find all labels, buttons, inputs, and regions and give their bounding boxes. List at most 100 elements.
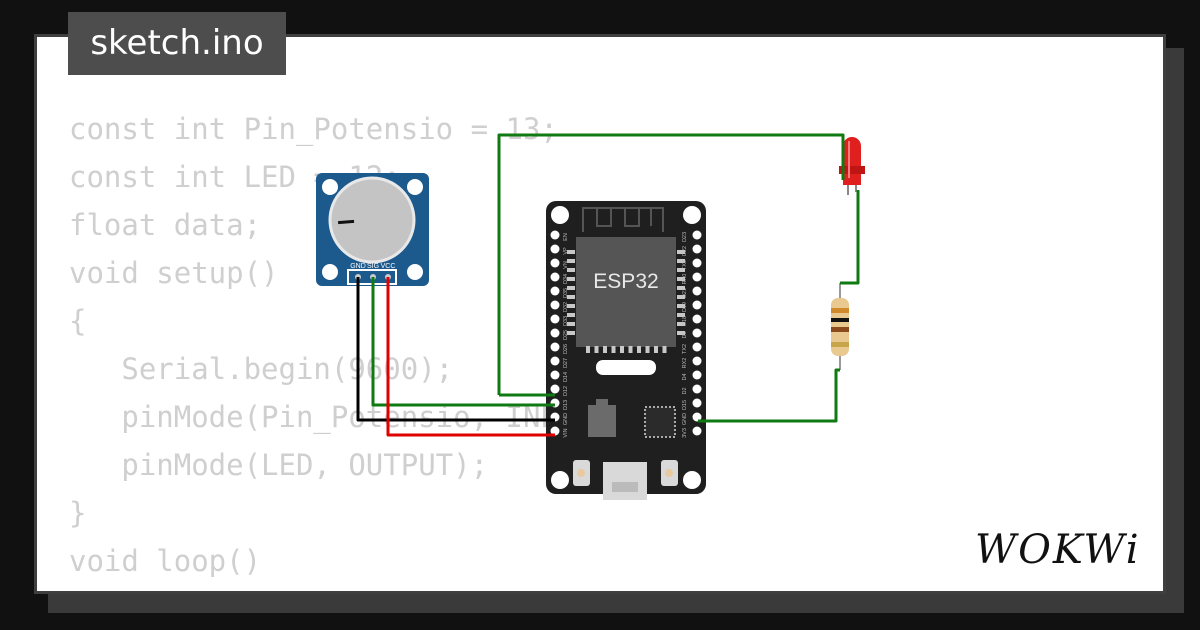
- esp32-pin-label: D26: [563, 344, 569, 354]
- module-pad: [611, 346, 616, 353]
- esp32-pin-label: D4: [682, 373, 688, 380]
- wire-led-to-resistor[interactable]: [840, 190, 860, 285]
- esp32-pin-d19[interactable]: [692, 300, 702, 310]
- esp32-pin-rx2[interactable]: [692, 356, 702, 366]
- regulator-tab: [596, 399, 608, 405]
- esp32-pin-d15[interactable]: [692, 398, 702, 408]
- module-pad: [628, 346, 633, 353]
- led-rim: [839, 166, 865, 174]
- esp32-pin-vn[interactable]: [550, 258, 560, 268]
- esp32-pin-en[interactable]: [550, 230, 560, 240]
- red-led[interactable]: [839, 137, 865, 195]
- wire-gnd[interactable]: [356, 277, 555, 422]
- esp32-pin-rx0[interactable]: [692, 272, 702, 282]
- esp32-pin-d25[interactable]: [550, 328, 560, 338]
- module-pad: [567, 322, 575, 326]
- module-pad: [677, 331, 685, 335]
- esp32-pin-label: D32: [563, 302, 569, 312]
- esp32-pin-d18[interactable]: [692, 314, 702, 324]
- esp32-board[interactable]: ESP32 ENVPVND34D35D32D33D25D26D27D14D12D…: [546, 201, 706, 500]
- module-pins: [567, 250, 685, 353]
- esp32-pin-d26[interactable]: [550, 342, 560, 352]
- wire-vcc-to-vin[interactable]: [386, 277, 555, 437]
- esp32-pin-d12[interactable]: [550, 384, 560, 394]
- code-line: {: [69, 304, 87, 338]
- esp32-pin-label: D19: [682, 302, 688, 312]
- resistor-band: [831, 327, 849, 332]
- resistor-band: [831, 308, 849, 313]
- esp32-pin-label: D34: [563, 274, 569, 284]
- esp32-pin-label: TX0: [682, 260, 688, 270]
- esp32-pin-d5[interactable]: [692, 328, 702, 338]
- esp32-pin-3v3[interactable]: [692, 426, 702, 436]
- esp32-pin-d33[interactable]: [550, 314, 560, 324]
- potentiometer[interactable]: GND SIG VCC: [316, 173, 429, 286]
- module-pad: [677, 268, 685, 272]
- esp32-pin-d32[interactable]: [550, 300, 560, 310]
- wire-resistor-to-gnd[interactable]: [698, 368, 840, 423]
- esp32-pin-d2[interactable]: [692, 384, 702, 394]
- esp32-pin-label: D27: [563, 358, 569, 368]
- pot-knob-indicator: [337, 219, 355, 225]
- resistor-band: [831, 318, 849, 322]
- file-tab[interactable]: sketch.ino: [68, 12, 286, 75]
- esp32-pin-tx0[interactable]: [692, 258, 702, 268]
- esp32-pin-label: D22: [682, 246, 688, 256]
- esp32-pin-label: D5: [682, 331, 688, 338]
- esp32-pin-d21[interactable]: [692, 286, 702, 296]
- module-pad: [594, 346, 599, 353]
- esp32-pin-d27[interactable]: [550, 356, 560, 366]
- wire-d13-to-led[interactable]: [497, 133, 845, 395]
- esp32-right-pins: D23D22TX0RX0D21D19D18D5TX2RX2D4D2D15GND3…: [682, 230, 702, 438]
- esp32-pin-vp[interactable]: [550, 244, 560, 254]
- esp32-pin-label: VP: [563, 247, 569, 255]
- esp32-pin-label: 3V3: [682, 428, 688, 438]
- esp32-pin-gnd[interactable]: [692, 412, 702, 422]
- esp32-pin-d23[interactable]: [692, 230, 702, 240]
- mount-hole: [551, 206, 569, 224]
- code-line: }: [69, 496, 87, 530]
- mount-hole: [683, 206, 701, 224]
- esp32-pin-d34[interactable]: [550, 272, 560, 282]
- module-pad: [567, 268, 575, 272]
- esp32-pin-label: D35: [563, 288, 569, 298]
- module-pad: [567, 331, 575, 335]
- esp32-pin-label: GND: [563, 413, 569, 425]
- esp32-pin-label: EN: [563, 233, 569, 241]
- module-pad: [677, 313, 685, 317]
- esp32-pin-label: D12: [563, 386, 569, 396]
- wire-sig-to-d12[interactable]: [371, 277, 555, 407]
- module-pad: [603, 346, 607, 353]
- module-pad: [677, 295, 685, 299]
- esp32-pin-d22[interactable]: [692, 244, 702, 254]
- module-pad: [677, 259, 685, 263]
- code-line: void loop(): [69, 544, 262, 578]
- resistor[interactable]: [831, 283, 849, 370]
- module-pad: [620, 346, 624, 353]
- esp32-pin-d35[interactable]: [550, 286, 560, 296]
- esp32-pin-label: D15: [682, 400, 688, 410]
- esp32-pin-d14[interactable]: [550, 370, 560, 380]
- pot-mount-hole: [322, 179, 338, 195]
- module-pad: [677, 277, 685, 281]
- pot-knob[interactable]: [328, 176, 416, 264]
- esp32-pin-label: D25: [563, 330, 569, 340]
- esp32-pin-d4[interactable]: [692, 370, 702, 380]
- esp32-pin-tx2[interactable]: [692, 342, 702, 352]
- pot-mount-hole: [322, 264, 338, 280]
- boot-button-cap: [577, 469, 585, 477]
- module-pad: [637, 346, 641, 353]
- usb-port[interactable]: [603, 462, 647, 500]
- mount-hole: [683, 471, 701, 489]
- code-line: const int Pin_Potensio = 13;: [69, 112, 558, 146]
- module-pad: [567, 295, 575, 299]
- reset-button-cap: [665, 469, 673, 477]
- module-pad: [567, 304, 575, 308]
- wires: [356, 133, 860, 437]
- esp32-pin-label: D33: [563, 316, 569, 326]
- module-pad: [586, 346, 590, 353]
- chip-label: ESP32: [593, 270, 658, 293]
- esp32-left-pins: ENVPVND34D35D32D33D25D26D27D14D12D13GNDV…: [550, 230, 569, 438]
- pot-mount-hole: [407, 264, 423, 280]
- esp32-pin-vin[interactable]: [550, 426, 560, 436]
